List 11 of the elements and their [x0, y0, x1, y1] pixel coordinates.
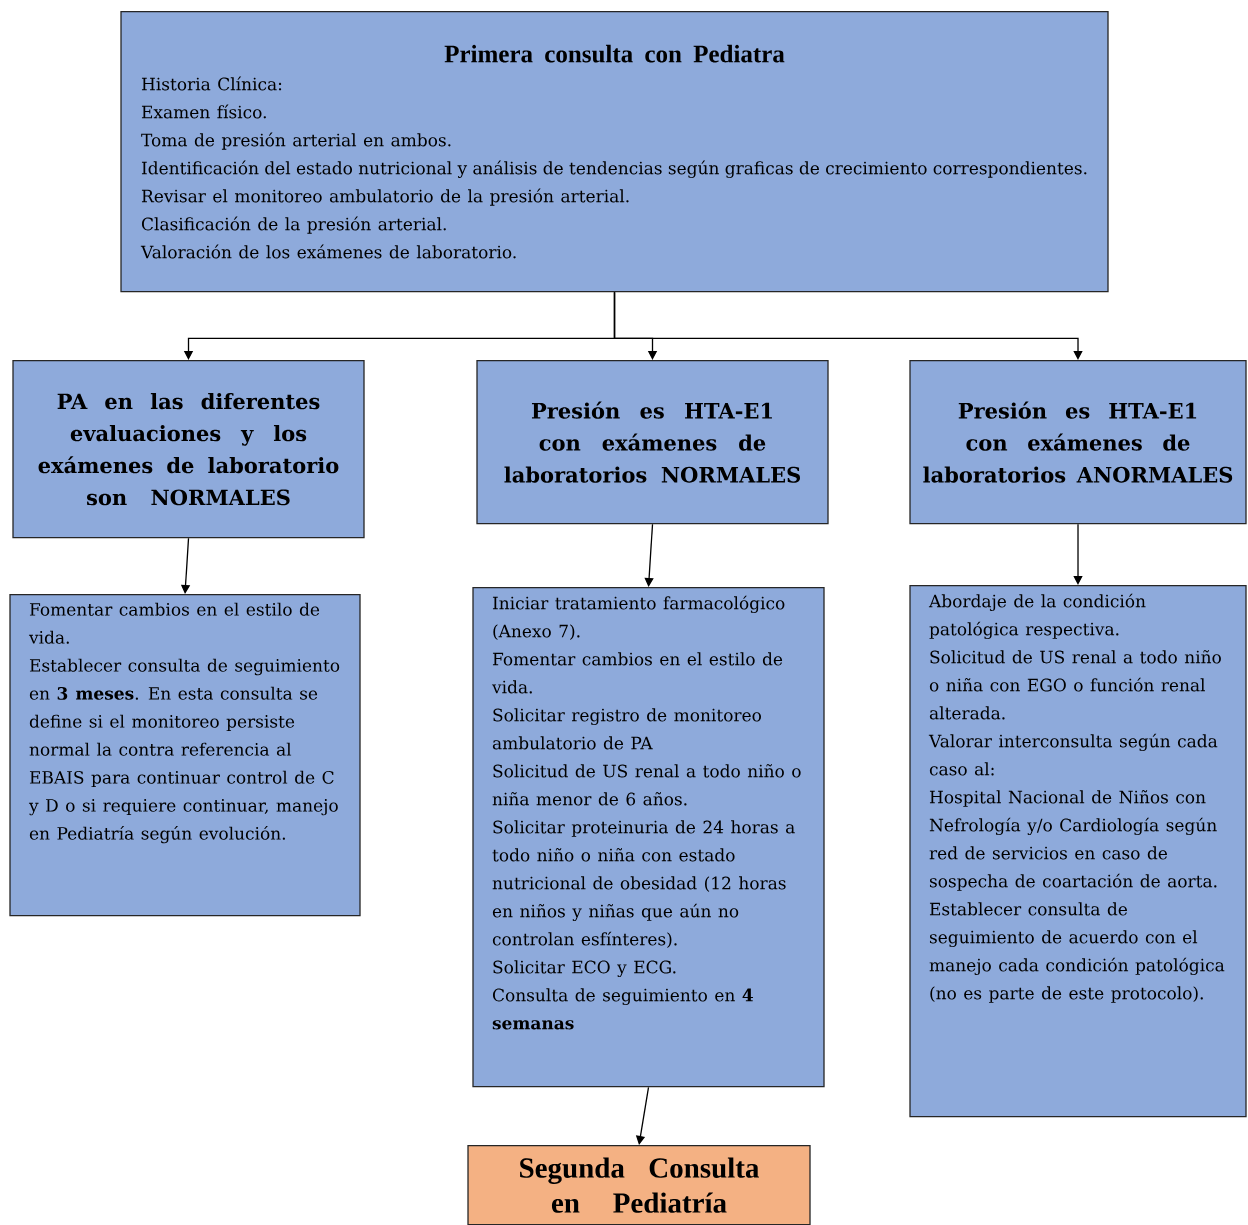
decision-box: Presión es HTA-E1 con exámenes de laboratorios ANORMALES [909, 360, 1247, 525]
action-box: Iniciar tratamiento farmacológico (Anexo 7). Fomentar cambios en el estilo de vida. Solicitar registro de monitoreo ambulatorio de PA Solicitud de US renal a todo niño o niña menor de 6 años. Solicitar proteinuria de 24 horas a todo niño o niña con estado nutricional de obesidad (12 horas en niños y niñas que aún no controlan esfínteres). Solicitar ECO y ECG. Consulta de seguimiento en 4 semanas [472, 587, 825, 1088]
arrow [644, 523, 654, 587]
action-box: Fomentar cambios en el estilo de vida. Establecer consulta de seguimiento en 3 meses. En esta consulta se define si el monitoreo persiste normal la contra referencia al EBAIS para continuar control de C y D o si requiere continuar, manejo en Pediatría según evolución. [9, 594, 361, 917]
decision-box: Presión es HTA-E1 con exámenes de laboratorios NORMALES [476, 360, 829, 525]
decision-box: PA en las diferentes evaluaciones y los exámenes de laboratorio son NORMALES [12, 360, 365, 539]
process-box: Primera consulta con Pediatra Historia Clínica: Examen físico. Toma de presión arterial en ambos. Identificación del estado nutricional y análisis de tendencias según graficas de crecimiento correspondientes. Revisar el monitoreo ambulatorio de la presión arterial. Clasificación de la presión arterial. Valoración de los exámenes de laboratorio. [120, 11, 1109, 293]
arrow [1073, 523, 1083, 585]
process-box: Segunda Consulta en Pediatría [467, 1145, 811, 1225]
arrow [613, 291, 1083, 360]
action-box: Abordaje de la condición patológica respectiva. Solicitud de US renal a todo niño o niña con EGO o función renal alterada. Valorar interconsulta según cada caso al: Hospital Nacional de Niños con Nefrología y/o Cardiología según red de servicios en caso de sospecha de coartación de aorta. Establecer consulta de seguimiento de acuerdo con el manejo cada condición patológica (no es parte de este protocolo). [909, 585, 1247, 1118]
